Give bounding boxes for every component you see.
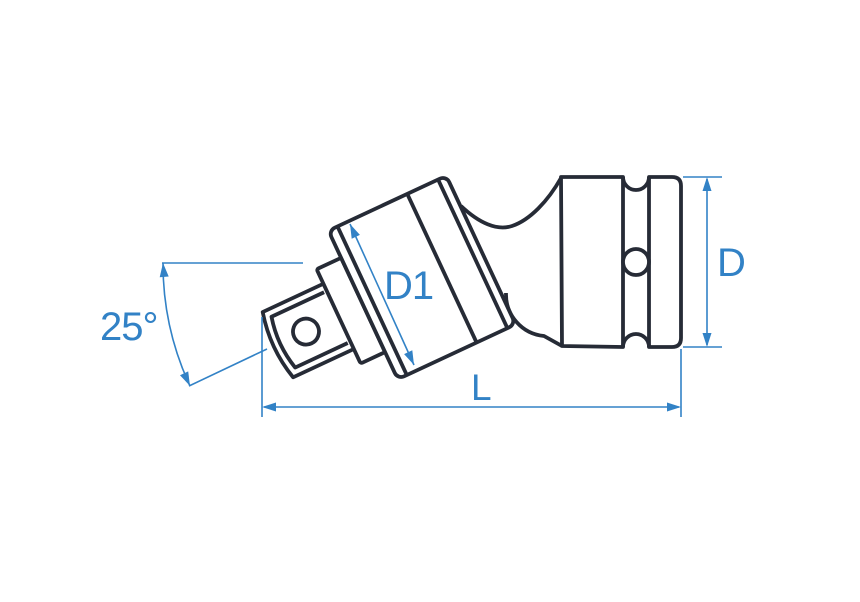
angle-reference-line-slanted [188,348,268,387]
square-drive-chamfer-line [269,290,349,370]
d-label: D [717,241,745,285]
d-arrow-top [702,177,712,191]
d1-label: D1 [384,264,433,308]
angle-label: 25° [100,305,158,349]
d1-dimension: D1 [349,223,434,366]
drive-socket [559,175,683,349]
tool-outline [260,175,683,380]
socket-pin-hole [621,247,651,277]
dimensions: 25° D1 D [100,176,746,417]
d-arrow-bottom [702,333,712,347]
head-band-line-right [436,178,510,329]
head-band-line-middle [405,193,479,344]
detent-ball-hole [291,316,321,347]
angle-arrow-top [159,263,169,278]
l-arrow-left [262,402,276,412]
socket-outline [559,175,683,349]
angle-dimension: 25° [100,262,303,387]
d-dimension: D [683,176,746,348]
l-dimension: L [261,317,682,417]
head-band-line-left [335,225,409,376]
ball-neck-top-curve [459,177,563,230]
angle-arc [162,262,191,387]
angle-arrow-bottom [180,371,190,386]
d1-dimension-line [349,223,415,366]
d1-arrow-bottom [404,350,414,365]
d1-arrow-top [350,224,360,239]
l-arrow-right [667,402,681,412]
tilted-assembly [260,176,516,380]
l-label: L [471,367,491,408]
